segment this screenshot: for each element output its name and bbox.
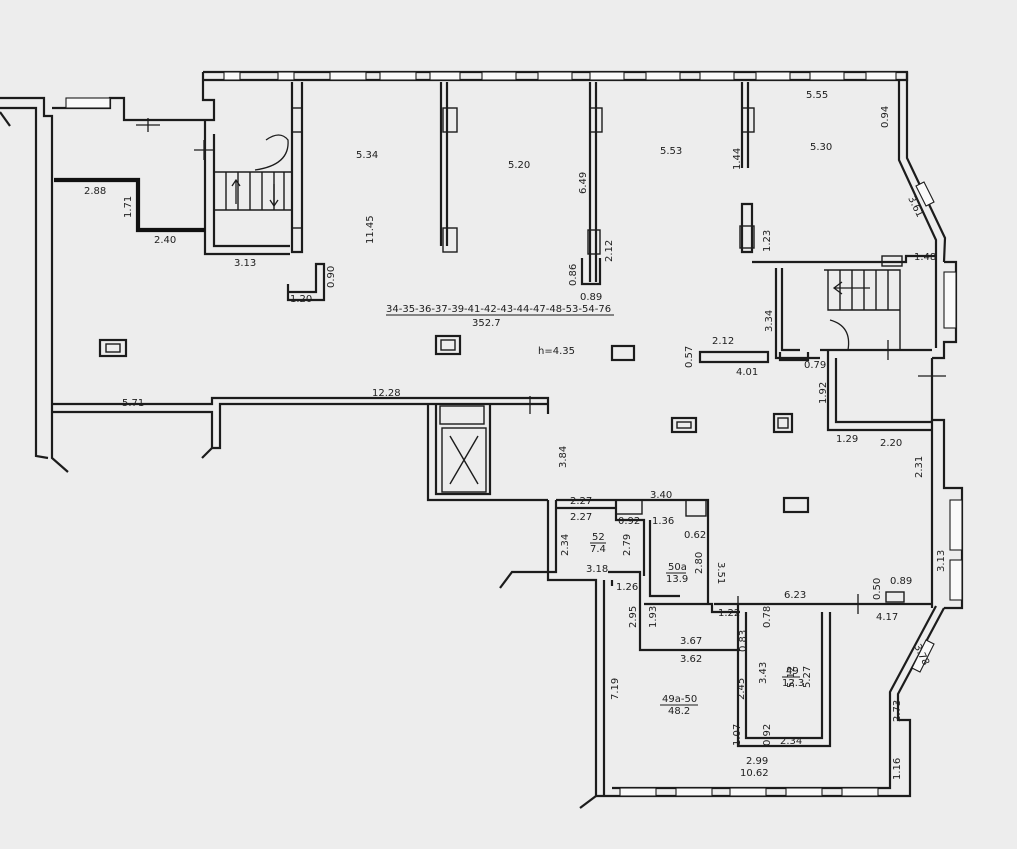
dimension: 4.01 — [736, 367, 758, 378]
dimension: 2.45 — [736, 678, 747, 700]
room-labels: 52 7.4 50a 13.9 49 12.3 49a-50 48.2 — [590, 532, 804, 717]
dimension: 3.40 — [650, 490, 672, 501]
dimension: 1.44 — [732, 148, 743, 170]
dimension: 6.49 — [578, 172, 589, 194]
dimension: 2.99 — [746, 756, 768, 767]
dimension: 2.27 — [570, 512, 592, 523]
dimension: 1.36 — [652, 516, 674, 527]
dimension: 1.29 — [836, 434, 858, 445]
dimension: 3.62 — [680, 654, 702, 665]
room-area: 7.4 — [590, 544, 606, 555]
dimension: 5.71 — [122, 398, 144, 409]
dimension: 0.62 — [684, 530, 706, 541]
room-area: 48.2 — [668, 706, 690, 717]
dimension: 2.27 — [570, 496, 592, 507]
dimension: 4.17 — [876, 612, 898, 623]
dimension: 2.79 — [622, 534, 633, 556]
dimension: 0.92 — [618, 516, 640, 527]
dimension: 3.84 — [558, 446, 569, 468]
dimension: 3.43 — [758, 662, 769, 684]
dimension: 0.92 — [762, 724, 773, 746]
dimension: 5.53 — [660, 146, 682, 157]
dimension: 5.34 — [356, 150, 378, 161]
dimension: 3.13 — [234, 258, 256, 269]
room-number: 49 — [786, 666, 799, 677]
dimension: 1.26 — [616, 582, 638, 593]
dimension: 0.89 — [890, 576, 912, 587]
dimension: 2.95 — [628, 606, 639, 628]
group-area: 352.7 — [472, 318, 501, 329]
area-summary: 34-35-36-37-39-41-42-43-44-47-48-53-54-7… — [386, 304, 614, 357]
dimension: 7.19 — [610, 678, 621, 700]
dimension: 5.30 — [810, 142, 832, 153]
dimension: 1.92 — [818, 382, 829, 404]
dimension: 1.23 — [762, 230, 773, 252]
room-area: 12.3 — [782, 678, 804, 689]
dimension: 0.78 — [762, 606, 773, 628]
dimension: 0.50 — [872, 578, 883, 600]
dimension: 10.62 — [740, 768, 769, 779]
dimension: 5.20 — [508, 160, 530, 171]
dimension: 3.13 — [936, 550, 947, 572]
dimension: 1.20 — [290, 294, 312, 305]
dimension: 2.34 — [560, 534, 571, 556]
dimension: 0.79 — [804, 360, 826, 371]
dimension: 3.51 — [715, 562, 726, 584]
dimension: 1.22 — [718, 608, 740, 619]
dimension: 3.34 — [764, 310, 775, 332]
dimension: 0.83 — [738, 630, 749, 652]
dimension: 2.31 — [914, 456, 925, 478]
dimension: 5.12 — [786, 666, 797, 688]
room-number: 50a — [668, 562, 687, 573]
dimension: 0.90 — [326, 266, 337, 288]
dimension: 3.18 — [586, 564, 608, 575]
dimension: 6.23 — [784, 590, 806, 601]
dimension: 1.07 — [732, 724, 743, 746]
room-number: 52 — [592, 532, 605, 543]
group-label: 34-35-36-37-39-41-42-43-44-47-48-53-54-7… — [386, 304, 611, 315]
dimension: 0.86 — [568, 264, 579, 286]
dimension: 12.28 — [372, 388, 401, 399]
room-area: 13.9 — [666, 574, 688, 585]
dimension: 0.89 — [580, 292, 602, 303]
interior-walls — [54, 82, 946, 748]
dimension: 0.94 — [880, 106, 891, 128]
dimension: 2.88 — [84, 186, 106, 197]
outer-walls — [0, 70, 964, 809]
dimension: 5.27 — [802, 666, 813, 688]
dimension: 2.12 — [604, 240, 615, 262]
room-number: 49a-50 — [662, 694, 697, 705]
dimension: 3.67 — [680, 636, 702, 647]
dimension: 2.80 — [694, 552, 705, 574]
windows — [65, 71, 963, 797]
dimension: 5.55 — [806, 90, 828, 101]
columns — [98, 334, 810, 514]
dimension: 2.34 — [780, 736, 802, 747]
dimension: 2.12 — [712, 336, 734, 347]
dimension: 2.40 — [154, 235, 176, 246]
dimension: 1.16 — [892, 758, 903, 780]
dimension: 1.93 — [648, 606, 659, 628]
dimension: 2.20 — [880, 438, 902, 449]
dimension: 1.71 — [123, 196, 134, 218]
dimension: 0.57 — [684, 346, 695, 368]
dimension: 1.48 — [914, 252, 936, 263]
dimension: 11.45 — [365, 215, 376, 244]
dimension: 2.73 — [892, 700, 903, 722]
ceiling-height: h=4.35 — [538, 346, 575, 357]
